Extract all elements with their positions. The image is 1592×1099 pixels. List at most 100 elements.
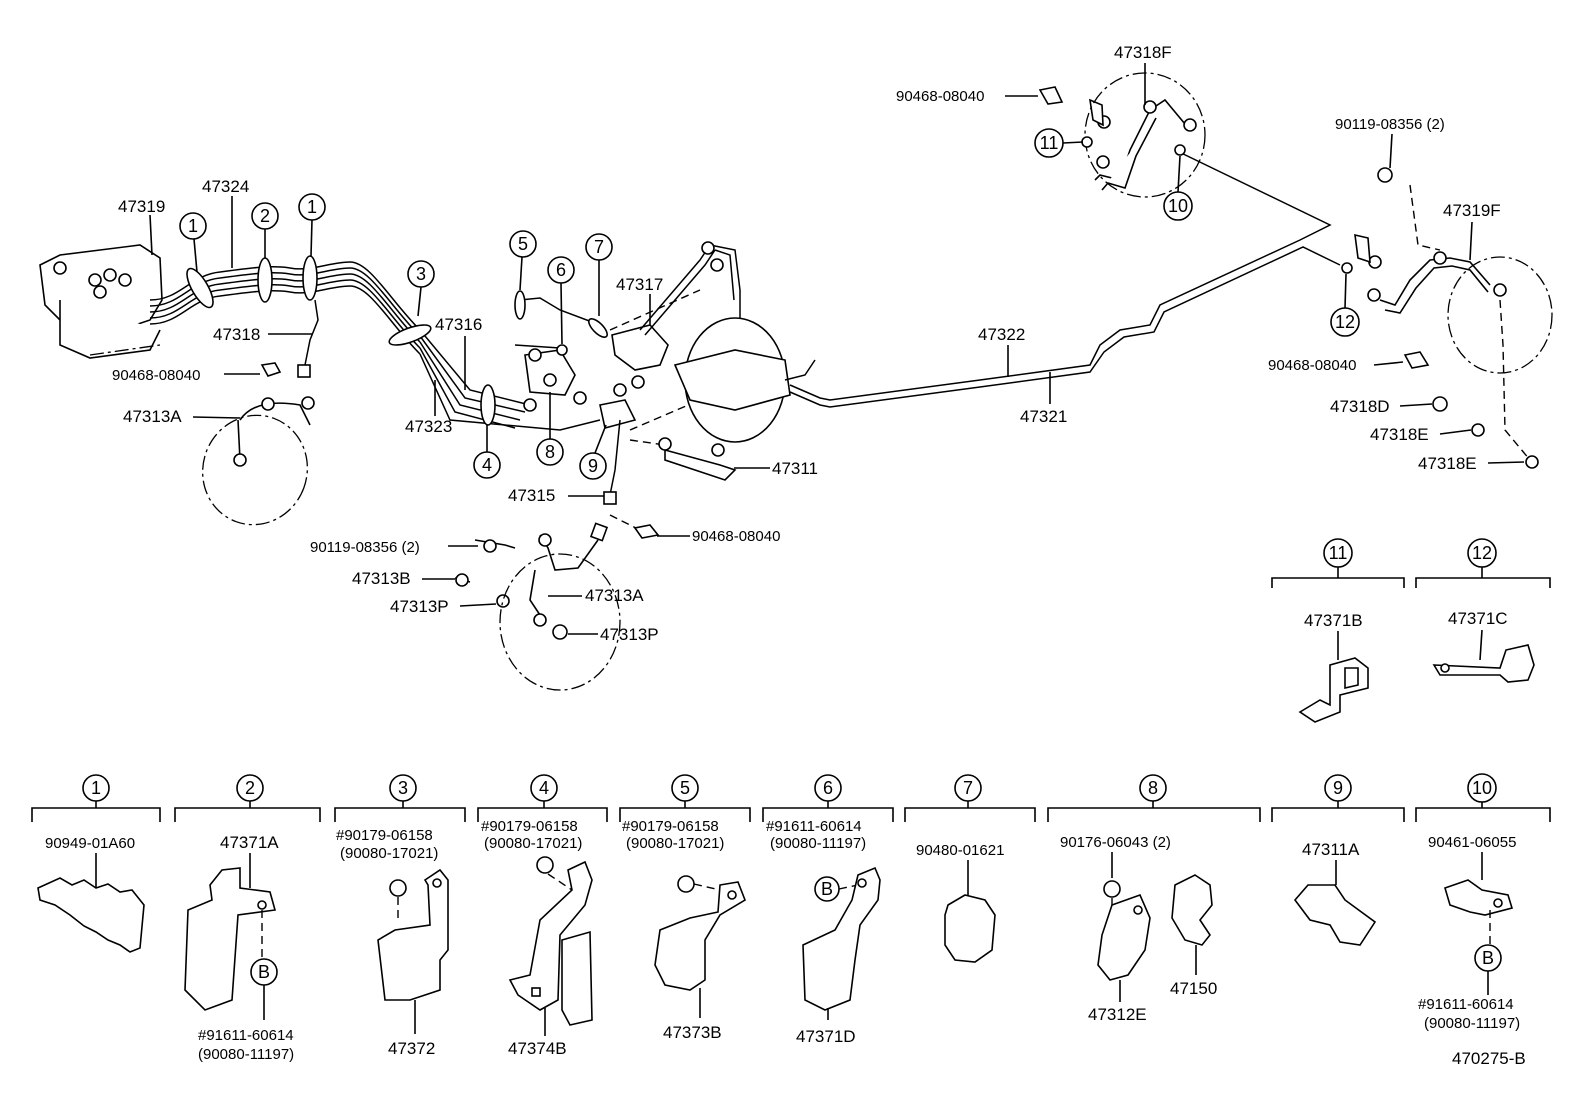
detail-8: 8 90176-06043 (2) 47312E 47150 [1047,774,1261,1024]
label-47313P-a: 47313P [390,597,449,616]
callout-3: 3 [407,260,435,317]
svg-text:7: 7 [963,778,973,798]
label-47371A: 47371A [220,833,279,852]
label-47311: 47311 [772,459,818,478]
label-91611-60614-6: #91611-60614 [766,818,862,835]
svg-text:12: 12 [1472,543,1492,563]
front-left-hose [201,299,319,526]
label-47313A-a: 47313A [123,407,182,426]
label-47318E-b: 47318E [1418,454,1477,473]
front-right-hose [454,514,660,691]
label-47312E: 47312E [1088,1005,1147,1024]
callout-11: 11 [1034,128,1084,158]
callout-4: 4 [473,425,501,479]
detail-11: 11 47371B [1271,538,1405,723]
label-47311A: 47311A [1302,840,1360,859]
label-47150: 47150 [1170,979,1217,998]
label-90179-06158-4: #90179-06158 [481,818,578,835]
svg-text:11: 11 [1040,133,1059,153]
label-90080-11197-10: (90080-11197) [1424,1015,1520,1032]
label-90480-01621: 90480-01621 [916,842,1004,859]
rear-hose-47319F [1341,167,1553,469]
label-47374B: 47374B [508,1039,567,1058]
svg-text:6: 6 [823,778,833,798]
detail-3: 3 #90179-06158 (90080-17021) 47372 [334,774,466,1058]
detail-9: 9 47311A [1271,774,1405,946]
label-47319: 47319 [118,197,165,216]
label-47319F: 47319F [1443,201,1501,220]
label-47371C: 47371C [1448,609,1508,628]
diagram-id: 470275-B [1452,1049,1526,1068]
detail-2: 2 47371A B #91611-60614 (90080-11197) [174,774,321,1063]
label-47318E-a: 47318E [1370,425,1429,444]
marker-b-2: B [258,962,270,982]
label-90080-17021-5: (90080-17021) [626,835,724,852]
label-90468-08040-a: 90468-08040 [112,367,200,384]
callout-7: 7 [585,233,613,316]
label-47315: 47315 [508,486,555,505]
svg-text:11: 11 [1329,543,1348,563]
marker-b-6: B [821,879,833,899]
callout-1a: 1 [179,212,207,273]
abs-actuator-assembly [39,244,163,359]
callout-10: 10 [1163,155,1193,221]
svg-text:1: 1 [307,197,317,217]
label-47372: 47372 [388,1039,435,1058]
svg-text:3: 3 [398,778,408,798]
label-47318F: 47318F [1114,43,1172,62]
detail-5: 5 #90179-06158 (90080-17021) 47373B [619,774,751,1042]
label-90461-06055: 90461-06055 [1428,834,1516,851]
label-47323: 47323 [405,417,452,436]
callout-2: 2 [251,202,279,258]
label-47317: 47317 [616,275,663,294]
svg-text:7: 7 [594,237,604,257]
svg-text:2: 2 [260,206,270,226]
label-90080-11197-2: (90080-11197) [198,1046,294,1063]
label-91611-60614-2: #91611-60614 [198,1027,294,1044]
label-90119-08356-b: 90119-08356 (2) [1335,116,1445,133]
svg-text:8: 8 [545,442,555,462]
detail-4: 4 #90179-06158 (90080-17021) 47374B [477,774,608,1058]
label-90468-08040-d: 90468-08040 [1268,357,1356,374]
center-valve-assembly [514,241,816,505]
svg-text:8: 8 [1148,778,1158,798]
svg-text:6: 6 [556,260,566,280]
detail-1: 1 90949-01A60 [31,774,161,953]
label-47316: 47316 [435,315,482,334]
detail-6: 6 #91611-60614 (90080-11197) B 47371D [762,774,894,1046]
callout-12: 12 [1330,273,1360,337]
label-90468-08040-b: 90468-08040 [692,528,780,545]
detail-12: 12 47371C [1415,538,1551,683]
label-90179-06158-5: #90179-06158 [622,818,719,835]
label-90179-06158-3: #90179-06158 [336,827,433,844]
label-47318D: 47318D [1330,397,1390,416]
svg-text:9: 9 [588,456,598,476]
svg-text:5: 5 [518,234,528,254]
label-47322: 47322 [978,325,1025,344]
label-47313P-b: 47313P [600,625,659,644]
label-90080-17021-4: (90080-17021) [484,835,582,852]
detail-10: 10 90461-06055 B #91611-60614 (90080-111… [1415,773,1551,1032]
svg-text:2: 2 [245,778,255,798]
long-pipe-47322-47321 [789,149,1341,408]
svg-text:12: 12 [1335,312,1355,332]
label-90080-17021-3: (90080-17021) [340,845,438,862]
svg-text:3: 3 [416,264,426,284]
label-90176-06043: 90176-06043 (2) [1060,834,1171,851]
svg-text:9: 9 [1333,778,1343,798]
callout-6: 6 [547,256,575,345]
svg-text:4: 4 [482,455,492,475]
callout-5: 5 [509,230,537,291]
label-47371B: 47371B [1304,611,1363,630]
svg-text:5: 5 [680,778,690,798]
label-90119-08356-a: 90119-08356 (2) [310,539,420,556]
callout-8: 8 [536,392,564,466]
svg-text:4: 4 [539,778,549,798]
label-47313B: 47313B [352,569,411,588]
marker-b-10: B [1482,948,1494,968]
rear-hose-47318F [1038,72,1206,198]
pipe-bundle-47324 [149,255,601,431]
svg-text:1: 1 [91,778,101,798]
